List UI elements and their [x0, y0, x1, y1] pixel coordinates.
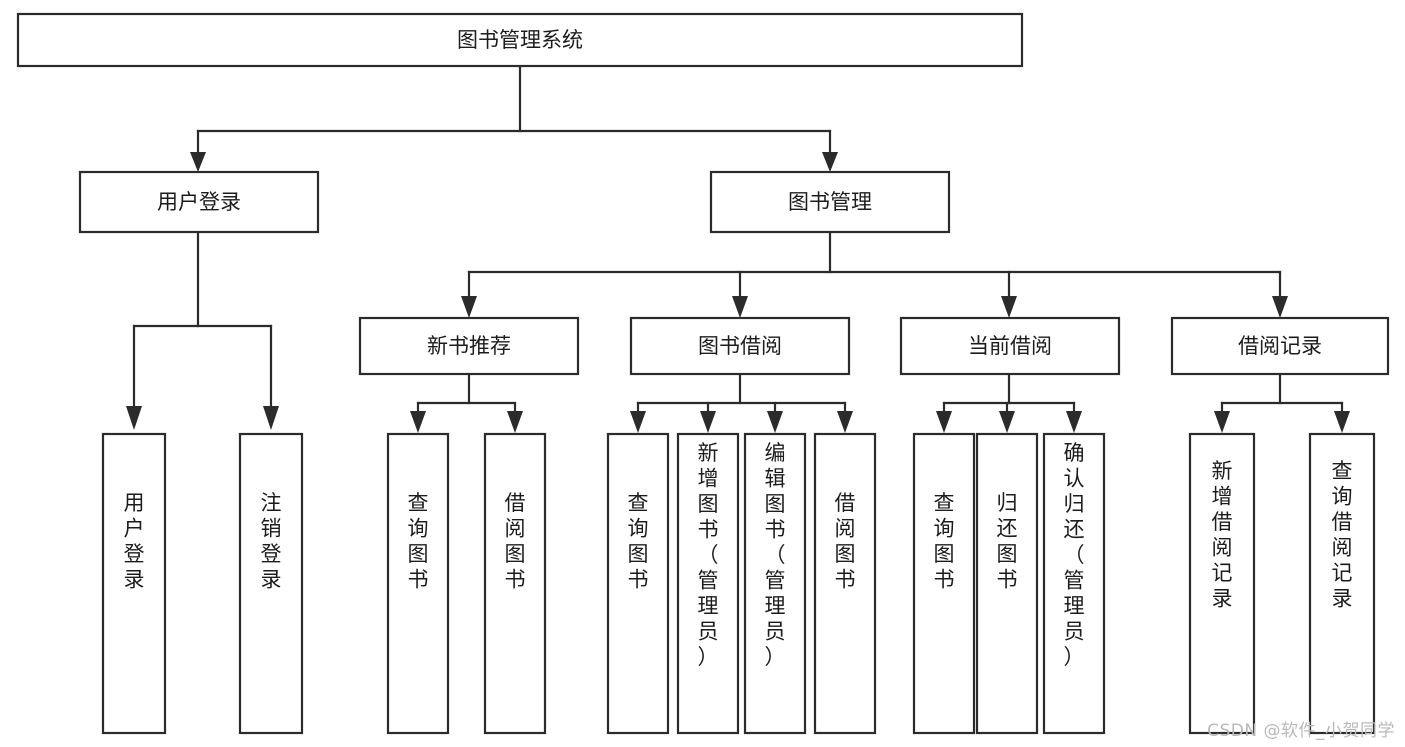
leaf-confirm-return-label: 确认归还（管理员）: [1064, 441, 1085, 669]
leaf-user-login-label: 用户登录: [124, 491, 145, 592]
leaf-add-record[interactable]: 新增借阅记录: [1188, 432, 1256, 735]
leaf-return-book-box[interactable]: [975, 432, 1039, 735]
arrow-leaf-query-book-2-icon: [630, 411, 646, 433]
leaf-query-book-1[interactable]: 查询图书: [386, 432, 450, 735]
leaf-edit-book-label: 编辑图书（管理员）: [765, 441, 786, 669]
node-user-login-label: 用户登录: [157, 190, 241, 214]
node-new-book-recommend[interactable]: 新书推荐: [358, 316, 580, 376]
arrow-leaf-confirm-return-icon: [1066, 411, 1082, 433]
node-current-borrow-label: 当前借阅: [968, 334, 1052, 358]
leaf-return-book-label: 归还图书: [997, 491, 1018, 592]
arrow-to-new-book-icon: [461, 296, 477, 318]
node-book-manage-box[interactable]: [709, 170, 951, 234]
leaf-query-book-2-box[interactable]: [606, 432, 670, 735]
node-borrow-record-label: 借阅记录: [1238, 334, 1322, 358]
node-user-login[interactable]: 用户登录: [78, 170, 320, 234]
node-book-manage[interactable]: 图书管理: [709, 170, 951, 234]
node-borrow-record-box[interactable]: [1170, 316, 1390, 376]
leaf-query-book-2-label: 查询图书: [628, 491, 649, 592]
leaf-add-record-label: 新增借阅记录: [1212, 459, 1233, 611]
leaf-borrow-book-2-box[interactable]: [813, 432, 877, 735]
leaf-return-book[interactable]: 归还图书: [975, 432, 1039, 735]
leaf-confirm-return-box[interactable]: [1042, 432, 1106, 735]
leaf-borrow-book-2[interactable]: 借阅图书: [813, 432, 877, 735]
node-root[interactable]: 图书管理系统: [16, 12, 1024, 68]
leaf-add-book-label: 新增图书（管理员）: [698, 441, 719, 669]
arrow-to-borrow-record-icon: [1272, 296, 1288, 318]
node-current-borrow[interactable]: 当前借阅: [899, 316, 1121, 376]
leaf-query-record[interactable]: 查询借阅记录: [1308, 432, 1376, 735]
arrow-leaf-return-book-icon: [999, 411, 1015, 433]
arrow-leaf-user-login-icon: [126, 406, 142, 430]
leaf-edit-book-box[interactable]: [743, 432, 807, 735]
leaf-query-book-1-box[interactable]: [386, 432, 450, 735]
node-root-label: 图书管理系统: [457, 28, 583, 52]
arrow-leaf-query-book-1-icon: [410, 411, 426, 433]
leaf-query-record-label: 查询借阅记录: [1332, 459, 1353, 611]
node-book-borrow-box[interactable]: [629, 316, 851, 376]
leaf-confirm-return[interactable]: 确认归还（管理员）: [1042, 432, 1106, 735]
leaf-add-book-box[interactable]: [676, 432, 740, 735]
node-new-book-recommend-box[interactable]: [358, 316, 580, 376]
leaf-query-book-3-box[interactable]: [912, 432, 976, 735]
node-root-box[interactable]: [16, 12, 1024, 68]
leaf-query-book-2[interactable]: 查询图书: [606, 432, 670, 735]
arrow-leaf-logout-login-icon: [263, 406, 279, 430]
leaf-borrow-book-1[interactable]: 借阅图书: [483, 432, 547, 735]
connector-layer: [126, 64, 1350, 433]
arrow-to-book-manage-icon: [822, 152, 838, 172]
node-current-borrow-box[interactable]: [899, 316, 1121, 376]
arrow-leaf-add-book-icon: [700, 411, 716, 433]
leaf-logout-login-box[interactable]: [238, 432, 304, 735]
arrow-leaf-add-record-icon: [1214, 411, 1230, 433]
node-user-login-box[interactable]: [78, 170, 320, 234]
leaf-borrow-book-2-label: 借阅图书: [835, 491, 856, 592]
leaf-borrow-book-1-label: 借阅图书: [505, 491, 526, 592]
leaf-borrow-book-1-box[interactable]: [483, 432, 547, 735]
node-new-book-recommend-label: 新书推荐: [427, 334, 511, 358]
leaf-query-book-3[interactable]: 查询图书: [912, 432, 976, 735]
leaf-edit-book[interactable]: 编辑图书（管理员）: [743, 432, 807, 735]
arrow-leaf-borrow-book-2-icon: [837, 411, 853, 433]
node-book-manage-label: 图书管理: [788, 190, 872, 214]
leaf-user-login-box[interactable]: [101, 432, 167, 735]
node-book-borrow[interactable]: 图书借阅: [629, 316, 851, 376]
arrow-to-user-login-icon: [190, 152, 206, 172]
leaf-query-book-3-label: 查询图书: [934, 491, 955, 592]
arrow-leaf-query-book-3-icon: [936, 411, 952, 433]
arrow-leaf-edit-book-icon: [767, 411, 783, 433]
arrow-to-current-borrow-icon: [1001, 296, 1017, 318]
node-book-borrow-label: 图书借阅: [698, 334, 782, 358]
leaf-add-book[interactable]: 新增图书（管理员）: [676, 432, 740, 735]
csdn-watermark: CSDN @软件_小贺同学: [1207, 721, 1395, 741]
leaf-logout-login[interactable]: 注销登录: [238, 432, 304, 735]
arrow-to-book-borrow-icon: [732, 296, 748, 318]
leaf-user-login[interactable]: 用户登录: [101, 432, 167, 735]
arrow-leaf-borrow-book-1-icon: [507, 411, 523, 433]
leaf-add-record-box[interactable]: [1188, 432, 1256, 735]
leaf-logout-login-label: 注销登录: [261, 491, 282, 592]
leaf-query-record-box[interactable]: [1308, 432, 1376, 735]
leaf-query-book-1-label: 查询图书: [408, 491, 429, 592]
arrow-leaf-query-record-icon: [1334, 411, 1350, 433]
node-borrow-record[interactable]: 借阅记录: [1170, 316, 1390, 376]
